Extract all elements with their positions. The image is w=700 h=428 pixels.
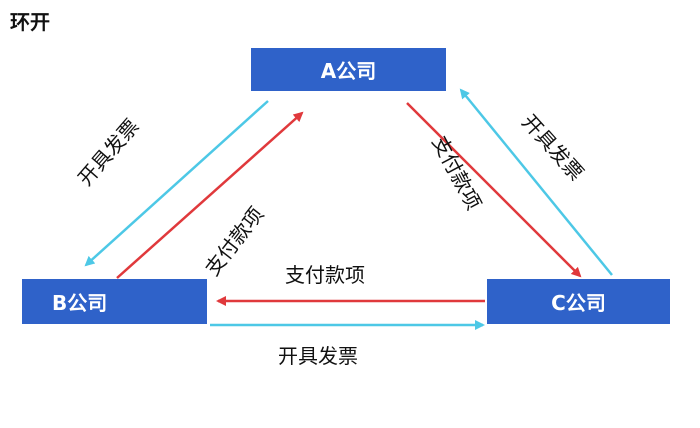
arrow-payment-a-to-c — [406, 102, 582, 278]
node-company-c-label: C公司 — [551, 291, 606, 315]
arrow-invoice-a-to-b — [84, 100, 269, 267]
node-company-b-label: B公司 — [52, 291, 108, 315]
node-company-a-label: A公司 — [320, 59, 377, 83]
label-invoice-b-to-c: 开具发票 — [278, 344, 358, 368]
node-company-c: C公司 — [487, 279, 670, 324]
node-company-a: A公司 — [251, 48, 446, 91]
page-title: 环开 — [10, 10, 50, 34]
label-payment-c-to-b: 支付款项 — [285, 263, 365, 287]
arrow-payment-b-to-a — [116, 111, 304, 279]
arrow-invoice-c-to-a — [459, 88, 613, 276]
node-company-b: B公司 — [22, 279, 207, 324]
